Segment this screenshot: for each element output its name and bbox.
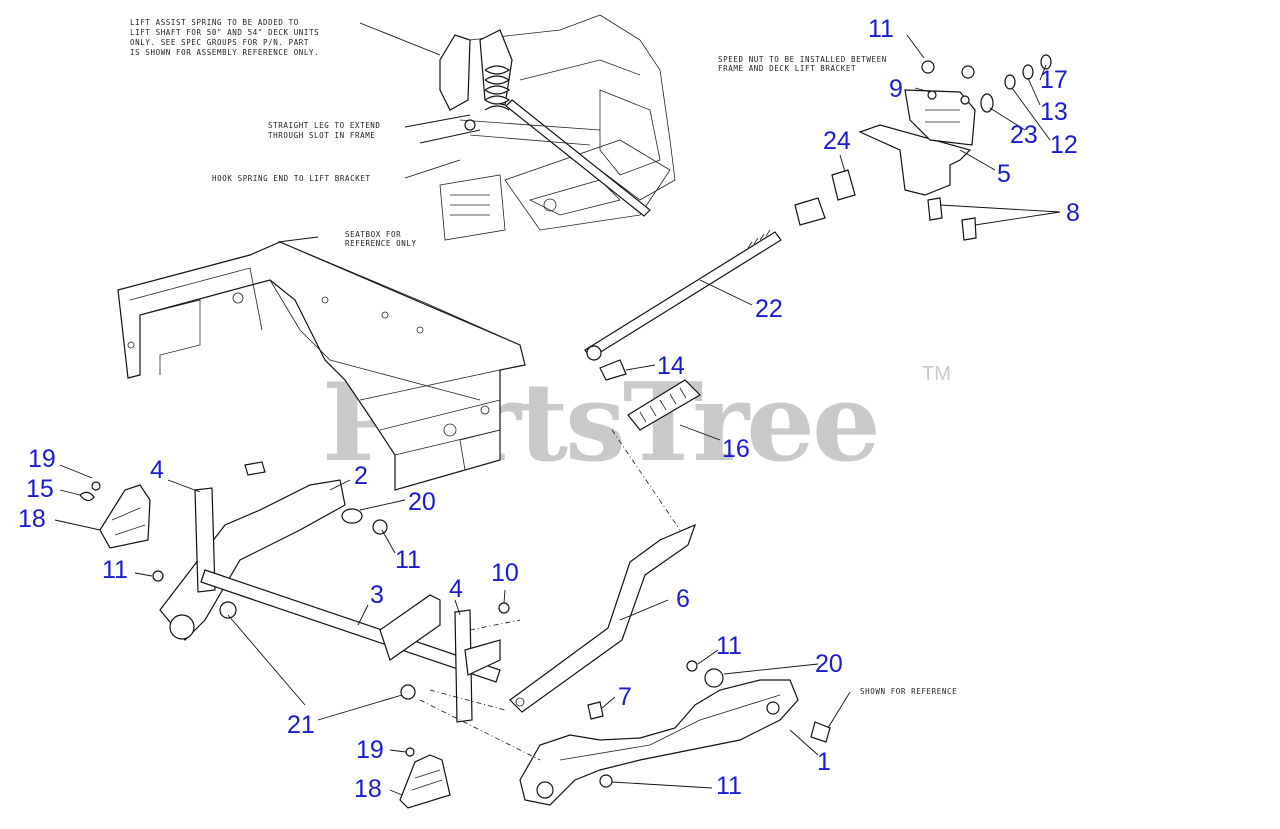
callout-3: 3 (370, 581, 384, 609)
lift-arm (519, 660, 831, 806)
note-seatbox-line1: SEATBOX FOR (345, 230, 401, 239)
callout-13: 13 (1040, 98, 1068, 126)
callout-18-left: 18 (18, 505, 46, 533)
callout-24: 24 (823, 127, 851, 155)
callouts: 11 17 9 13 23 12 24 5 8 22 14 16 19 4 2 … (18, 15, 1080, 803)
note-straight-leg-line1: STRAIGHT LEG TO EXTEND (268, 121, 381, 130)
lift-rod (584, 229, 782, 381)
callout-5: 5 (997, 160, 1011, 188)
callout-18-bottom: 18 (354, 775, 382, 803)
watermark-tm: TM (922, 363, 951, 385)
callout-4-mid: 4 (449, 575, 463, 603)
callout-4-left: 4 (150, 456, 164, 484)
notes: LIFT ASSIST SPRING TO BE ADDED TO LIFT S… (130, 18, 957, 696)
note-lift-assist-line2: LIFT SHAFT FOR 50" AND 54" DECK UNITS (130, 28, 319, 37)
lift-handle (509, 523, 697, 720)
callout-12: 12 (1050, 131, 1078, 159)
bracket-bottom (399, 747, 451, 809)
leader-lines (54, 22, 1061, 796)
callout-19-bottom: 19 (356, 736, 384, 764)
callout-11-right: 11 (716, 632, 742, 660)
deck-lift-bracket-assembly (794, 54, 1052, 241)
callout-6: 6 (676, 585, 690, 613)
callout-20-left: 20 (408, 488, 436, 516)
callout-11-top: 11 (868, 15, 894, 43)
handle-grip (611, 379, 701, 531)
callout-7: 7 (618, 683, 632, 711)
callout-14: 14 (657, 352, 685, 380)
callout-16: 16 (722, 435, 750, 463)
callout-20-right: 20 (815, 650, 843, 678)
callout-8: 8 (1066, 199, 1080, 227)
note-lift-assist-line3: ONLY. SEE SPEC GROUPS FOR P/N. PART (130, 38, 309, 47)
main-frame-reference (117, 241, 526, 491)
frame-reference-top (439, 14, 676, 241)
callout-11-bottom: 11 (716, 772, 742, 800)
callout-15: 15 (26, 475, 54, 503)
note-shown-reference: SHOWN FOR REFERENCE (860, 687, 957, 696)
callout-9: 9 (889, 75, 903, 103)
callout-21: 21 (287, 711, 315, 739)
callout-10: 10 (491, 559, 519, 587)
note-speed-nut-line2: FRAME AND DECK LIFT BRACKET (718, 64, 856, 73)
callout-19-left: 19 (28, 445, 56, 473)
lift-shaft-assembly (152, 461, 510, 723)
note-hook-spring: HOOK SPRING END TO LIFT BRACKET (212, 174, 371, 183)
bracket-left (79, 481, 151, 549)
callout-11-left: 11 (102, 556, 128, 584)
callout-2: 2 (354, 462, 368, 490)
callout-23: 23 (1010, 121, 1038, 149)
note-lift-assist-line1: LIFT ASSIST SPRING TO BE ADDED TO (130, 18, 299, 27)
callout-11-mid: 11 (395, 546, 421, 574)
note-lift-assist-line4: IS SHOWN FOR ASSEMBLY REFERENCE ONLY. (130, 48, 319, 57)
note-straight-leg-line2: THROUGH SLOT IN FRAME (268, 131, 375, 140)
callout-1: 1 (817, 748, 831, 776)
callout-17: 17 (1040, 66, 1068, 94)
note-speed-nut-line1: SPEED NUT TO BE INSTALLED BETWEEN (718, 55, 887, 64)
note-seatbox-line2: REFERENCE ONLY (345, 239, 417, 248)
callout-22: 22 (755, 295, 783, 323)
